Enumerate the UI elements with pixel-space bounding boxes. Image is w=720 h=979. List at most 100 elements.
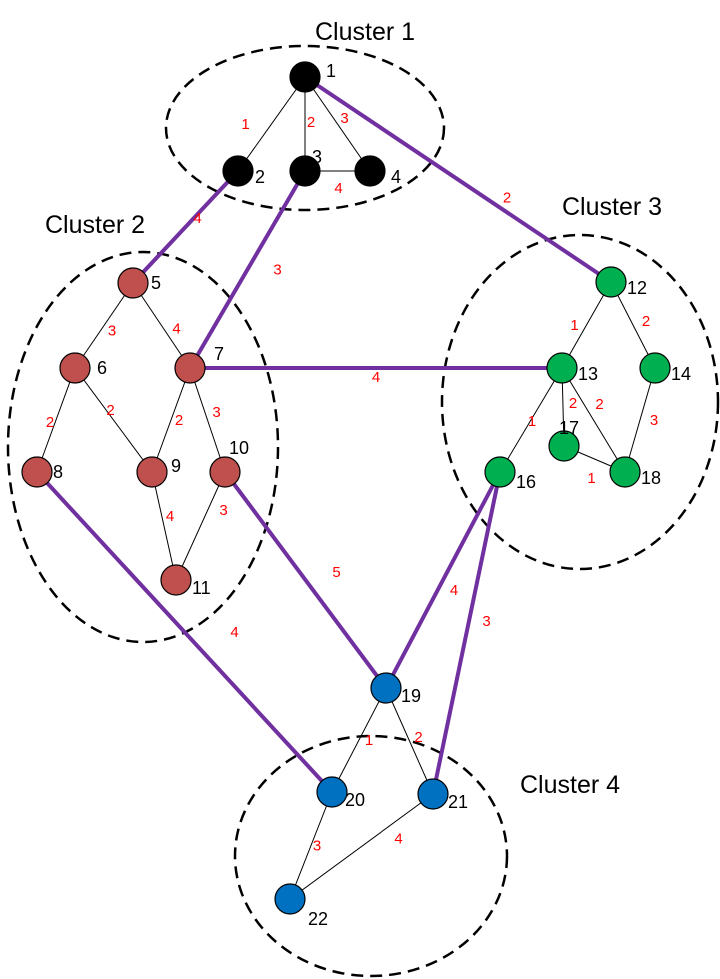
inter-cluster-edge-16-21 xyxy=(431,471,502,795)
node-18-label: 18 xyxy=(641,468,661,488)
edge-weight-6-8: 2 xyxy=(46,414,54,431)
edge-weight-10-19: 5 xyxy=(332,564,340,581)
node-4 xyxy=(354,155,386,187)
node-3-label: 3 xyxy=(312,147,322,167)
inter-cluster-edge-16-19 xyxy=(384,471,502,689)
edge-weight-7-13: 4 xyxy=(372,369,380,386)
edge-weight-1-2: 1 xyxy=(241,116,249,133)
edge-weight-8-20: 4 xyxy=(230,624,238,641)
edge-5-7 xyxy=(132,282,191,369)
edge-weight-7-10: 3 xyxy=(212,404,220,421)
node-16-label: 16 xyxy=(516,472,536,492)
node-19-label: 19 xyxy=(401,686,421,706)
node-2 xyxy=(222,155,254,187)
node-13 xyxy=(546,352,578,384)
cluster-4-label: Cluster 4 xyxy=(520,771,620,799)
node-12-label: 12 xyxy=(627,278,647,298)
node-22 xyxy=(274,883,306,915)
edge-weight-3-4: 4 xyxy=(334,180,342,197)
node-2-label: 2 xyxy=(255,167,265,187)
node-11-label: 11 xyxy=(192,578,211,598)
node-22-label: 22 xyxy=(308,909,328,929)
cluster-2-label: Cluster 2 xyxy=(45,211,145,239)
node-5 xyxy=(117,267,149,299)
node-1-label: 1 xyxy=(326,61,336,81)
edge-weight-21-22: 4 xyxy=(394,831,402,848)
edge-weight-13-16: 1 xyxy=(528,413,536,430)
node-17 xyxy=(548,430,580,462)
node-16 xyxy=(484,456,516,488)
node-17-label: 17 xyxy=(559,418,579,438)
edge-12-13 xyxy=(561,281,612,369)
edge-12-14 xyxy=(610,281,656,369)
node-5-label: 5 xyxy=(151,273,161,293)
edge-weight-12-13: 1 xyxy=(570,317,578,334)
edge-weight-16-19: 4 xyxy=(450,582,458,599)
node-7 xyxy=(174,352,206,384)
node-9 xyxy=(136,456,168,488)
inter-cluster-edge-3-7 xyxy=(188,169,307,370)
node-4-label: 4 xyxy=(391,167,401,187)
edge-weight-5-7: 4 xyxy=(172,321,180,338)
edge-7-9 xyxy=(151,367,191,473)
node-19 xyxy=(370,672,402,704)
node-6-label: 6 xyxy=(97,358,107,378)
node-14-label: 14 xyxy=(671,364,691,384)
node-11 xyxy=(160,564,192,596)
edge-1-2 xyxy=(237,76,306,172)
edge-21-22 xyxy=(289,793,434,900)
edge-weight-6-9: 2 xyxy=(106,402,114,419)
edge-14-18 xyxy=(624,367,656,473)
inter-cluster-edge-1-12 xyxy=(303,75,613,284)
node-9-label: 9 xyxy=(171,456,181,476)
node-21-label: 21 xyxy=(448,792,468,812)
edge-weight-17-18: 1 xyxy=(587,470,595,487)
node-12 xyxy=(595,266,627,298)
edge-weight-1-12: 2 xyxy=(503,190,511,207)
edge-weight-10-11: 3 xyxy=(219,502,227,519)
node-1 xyxy=(289,61,321,93)
cluster-2-boundary xyxy=(6,250,280,644)
edge-7-10 xyxy=(189,367,226,473)
edge-19-21 xyxy=(385,687,434,795)
edge-10-11 xyxy=(175,471,226,581)
edge-6-8 xyxy=(36,367,76,473)
cluster-3-label: Cluster 3 xyxy=(562,193,662,221)
edge-9-11 xyxy=(151,471,177,581)
edge-20-22 xyxy=(289,791,333,900)
edge-weight-13-17: 2 xyxy=(569,395,577,412)
edge-19-20 xyxy=(331,687,387,793)
nodes xyxy=(21,61,671,915)
inter-cluster-edge-10-19 xyxy=(223,470,388,690)
edge-weight-12-14: 2 xyxy=(642,313,650,330)
inter-cluster-edge-8-20 xyxy=(35,470,334,794)
node-8-label: 8 xyxy=(53,462,63,482)
edge-weight-1-4: 3 xyxy=(340,110,348,127)
node-10 xyxy=(209,456,241,488)
edge-weight-9-11: 4 xyxy=(166,508,174,525)
node-3 xyxy=(289,155,321,187)
node-20-label: 20 xyxy=(345,790,365,810)
cluster-4-boundary xyxy=(233,734,509,978)
edge-1-4 xyxy=(304,76,371,172)
edge-weight-2-5: 4 xyxy=(193,210,201,227)
edge-weight-14-18: 3 xyxy=(650,412,658,429)
edge-5-6 xyxy=(74,282,134,369)
edge-weight-5-6: 3 xyxy=(108,323,116,340)
node-10-label: 10 xyxy=(229,438,249,458)
cluster-1-label: Cluster 1 xyxy=(315,18,415,46)
inter-cluster-edge-2-5 xyxy=(131,169,240,285)
edge-weight-20-22: 3 xyxy=(313,838,321,855)
node-20 xyxy=(316,776,348,808)
node-6 xyxy=(59,352,91,384)
edge-weight-19-20: 1 xyxy=(365,732,373,749)
edge-13-16 xyxy=(499,367,563,473)
edge-6-9 xyxy=(74,367,153,473)
node-21 xyxy=(417,778,449,810)
node-13-label: 13 xyxy=(578,364,598,384)
node-8 xyxy=(21,456,53,488)
edge-weight-1-3: 2 xyxy=(307,114,315,131)
